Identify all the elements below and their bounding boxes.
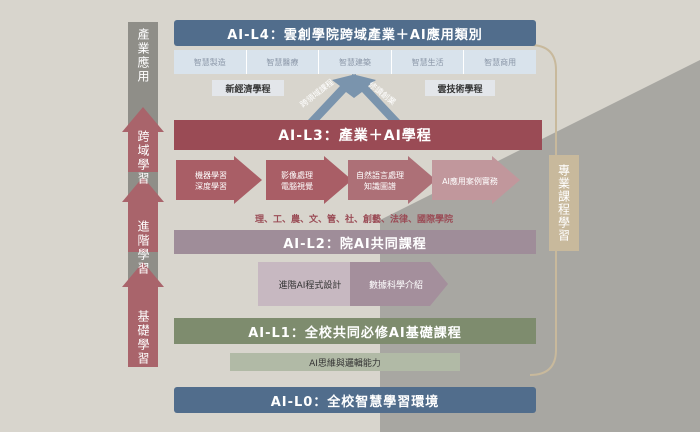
tag-cloud-tech-label: 雲技術學程: [437, 84, 483, 95]
l4-category: 智慧商用: [484, 57, 517, 67]
l2-course-block: [258, 262, 448, 306]
l0-bar: AI-L0：全校智慧學習環境: [174, 387, 536, 413]
l4-category: 智慧製造: [174, 50, 247, 74]
track-label-industry: 產業應用: [136, 28, 150, 84]
tag-new-economy: 新經濟學程: [212, 80, 284, 96]
l3-bar: AI-L3：產業＋AI學程: [174, 120, 536, 150]
l2-title: AI-L2：院AI共同課程: [283, 236, 427, 252]
l3-course-cv: 影像處理 電腦視覺: [281, 171, 313, 191]
tag-cloud-tech: 雲技術學程: [425, 80, 495, 96]
track-label-basic: 基礎學習: [136, 310, 150, 366]
l3-colleges: 理、工、農、文、管、社、創藝、法律、國際學院: [254, 215, 453, 225]
l3-course-nlp: 自然語言處理 知識圖譜: [356, 171, 404, 191]
l4-category: 智慧建築: [319, 50, 392, 74]
l1-bar: AI-L1：全校共同必修AI基礎課程: [174, 318, 536, 344]
l1-title: AI-L1：全校共同必修AI基礎課程: [248, 325, 462, 341]
l3-course-cases: AI應用案例實務: [442, 177, 498, 186]
l1-sub-box: AI思維與邏輯能力: [230, 353, 460, 371]
l2-course-datasci: 數據科學介紹: [368, 281, 423, 291]
track-label-cross-domain: 跨域學習: [136, 130, 150, 186]
l3-title: AI-L3：產業＋AI學程: [278, 128, 432, 144]
l4-title: AI-L4：雲創學院跨域產業＋AI應用類別: [227, 27, 483, 43]
l4-bar: AI-L4：雲創學院跨域產業＋AI應用類別: [174, 20, 536, 46]
l3-course-arrows: [176, 156, 520, 204]
l0-title: AI-L0：全校智慧學習環境: [270, 394, 440, 410]
track-label-advanced: 進階學習: [136, 220, 150, 276]
l1-sub: AI思維與邏輯能力: [309, 358, 381, 369]
l2-bar: AI-L2：院AI共同課程: [174, 230, 536, 254]
right-label: 專業課程學習: [556, 164, 571, 242]
l4-category-row: 智慧製造 智慧醫療 智慧建築 智慧生活 智慧商用: [174, 50, 536, 74]
l4-category: 智慧醫療: [247, 50, 320, 74]
left-track-arrows: [122, 22, 164, 367]
l3-course-ml: 機器學習 深度學習: [195, 171, 227, 191]
left-track: 產業應用 跨域學習 進階學習 基礎學習: [122, 22, 164, 372]
tag-new-economy-label: 新經濟學程: [225, 84, 271, 95]
l3-bar-bg: [174, 120, 542, 150]
l3-to-l4-arrows: [284, 74, 424, 126]
l2-course-programming: 進階AI程式設計: [278, 281, 342, 291]
right-label-box: 專業課程學習: [549, 155, 579, 251]
l4-category: 智慧生活: [392, 50, 465, 74]
